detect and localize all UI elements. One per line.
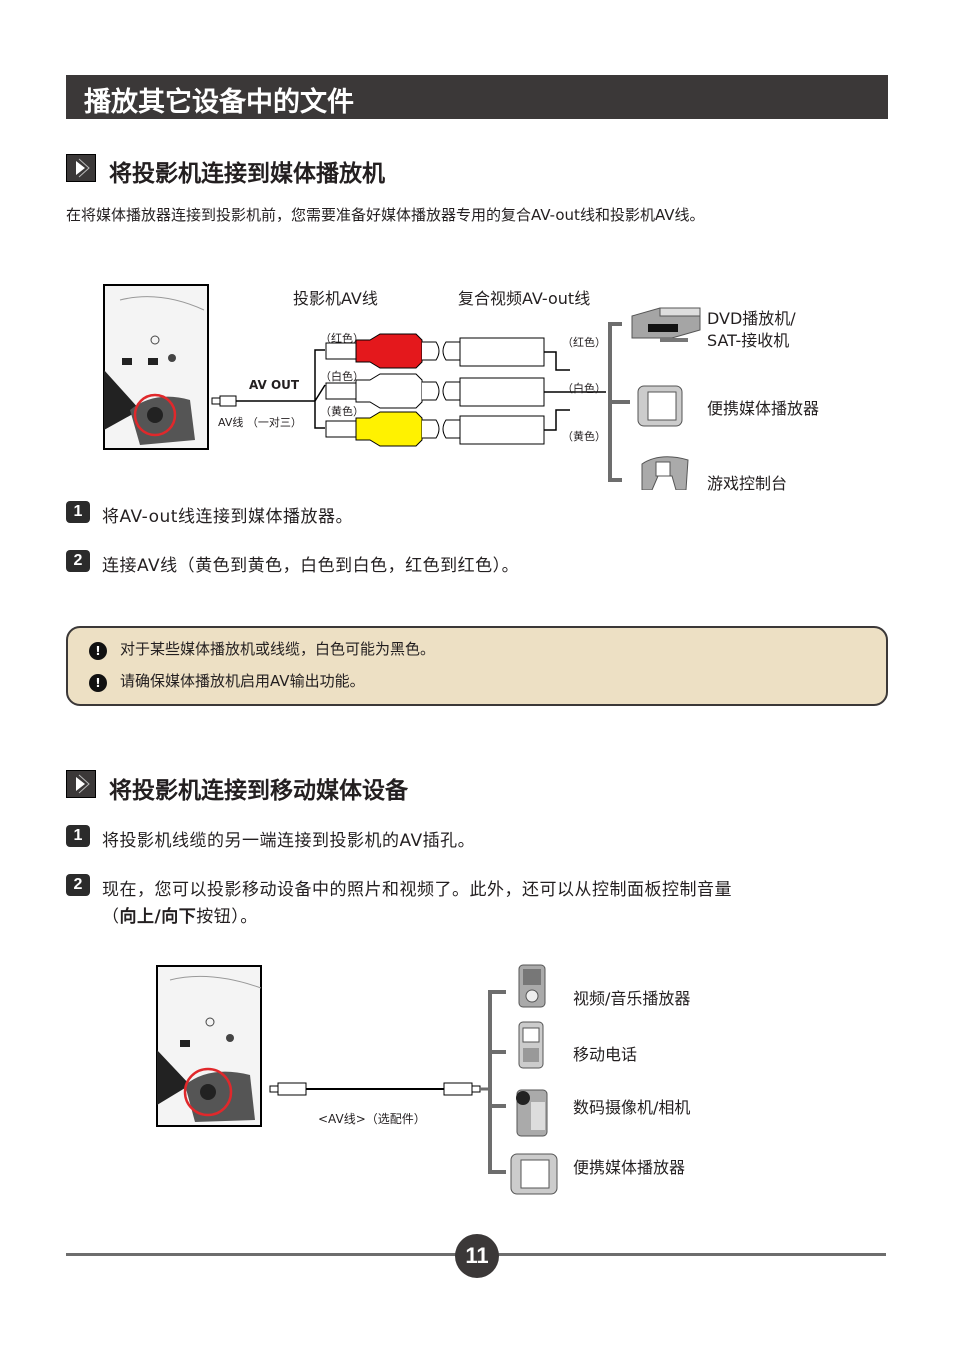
section1-title: 将投影机连接到媒体播放机 xyxy=(109,161,385,187)
label-portable-player: 便携媒体播放器 xyxy=(707,399,820,418)
step-badge-1: 1 xyxy=(66,825,90,847)
warning-icon: ! xyxy=(89,642,107,660)
label-camcorder: 数码摄像机/相机 xyxy=(573,1098,691,1117)
note-box xyxy=(66,626,888,706)
step-text-1: 将投影机线缆的另一端连接到投影机的AV插孔。 xyxy=(102,831,476,851)
projector-image xyxy=(103,284,209,450)
projector-image xyxy=(156,965,262,1127)
composite-plugs xyxy=(442,337,606,445)
device-bracket xyxy=(608,322,630,482)
step-text-2-line2: （向上/向下按钮）。 xyxy=(102,907,258,927)
page-number: 11 xyxy=(455,1234,499,1278)
av-cable-small xyxy=(211,349,326,429)
mobile-devices-images xyxy=(510,964,558,1195)
label-plug-right-red: （红色） xyxy=(562,336,606,349)
step-badge-2: 2 xyxy=(66,874,90,896)
warning-icon: ! xyxy=(89,674,107,692)
label-av-out: AV OUT xyxy=(249,378,300,392)
page-title-bar: 播放其它设备中的文件 xyxy=(66,75,888,119)
label-av-cable: AV线 （一对三） xyxy=(218,416,302,429)
label-plug-left-white: （白色） xyxy=(320,370,364,383)
game-controller-image xyxy=(641,456,689,490)
av-cable-optional xyxy=(269,1082,481,1096)
label-projector-cable: 投影机AV线 xyxy=(293,289,378,308)
step-text-1: 将AV-out线连接到媒体播放器。 xyxy=(102,507,353,527)
page-title: 播放其它设备中的文件 xyxy=(84,87,354,118)
step-badge-2: 2 xyxy=(66,550,90,572)
step-text-2-line1: 现在，您可以投影移动设备中的照片和视频了。此外，还可以从控制面板控制音量 xyxy=(102,880,732,900)
rca-plug-red xyxy=(325,333,440,369)
section-arrow-icon xyxy=(66,770,96,798)
label-plug-left-red: （红色） xyxy=(320,332,364,345)
camcorder-image xyxy=(516,1089,548,1137)
label-composite-cable: 复合视频AV-out线 xyxy=(458,289,591,308)
step-text-2: 连接AV线（黄色到黄色，白色到白色，红色到红色）。 xyxy=(102,556,520,576)
dvd-player-image xyxy=(631,307,701,342)
note-text-2: 请确保媒体播放机启用AV输出功能。 xyxy=(120,672,365,690)
note-text-1: 对于某些媒体播放机或线缆，白色可能为黑色。 xyxy=(120,640,436,658)
label-portable-player: 便携媒体播放器 xyxy=(573,1158,686,1177)
rca-plug-white xyxy=(325,373,440,409)
label-plug-right-white: （白色） xyxy=(562,382,606,395)
device-bracket xyxy=(480,990,506,1174)
label-plug-left-yellow: （黄色） xyxy=(320,405,364,418)
label-game-console: 游戏控制台 xyxy=(707,474,788,493)
label-dvd-line1: DVD播放机/ xyxy=(707,309,796,328)
portable-player-image xyxy=(510,1153,558,1195)
label-music-player: 视频/音乐播放器 xyxy=(573,989,691,1008)
section-arrow-icon xyxy=(66,154,96,182)
music-player-image xyxy=(518,964,546,1008)
section2-title: 将投影机连接到移动媒体设备 xyxy=(109,778,408,804)
diagram-media-player-connection xyxy=(103,284,701,490)
diagram-mobile-connection xyxy=(156,965,506,1174)
label-av-cable-optional: <AV线>（选配件） xyxy=(318,1112,426,1126)
mobile-phone-image xyxy=(518,1021,544,1069)
label-mobile-phone: 移动电话 xyxy=(573,1045,638,1064)
portable-player-image xyxy=(637,385,683,427)
rca-plug-yellow xyxy=(325,411,440,447)
label-plug-right-yellow: （黄色） xyxy=(562,430,606,443)
label-dvd-line2: SAT-接收机 xyxy=(707,331,790,350)
step-badge-1: 1 xyxy=(66,501,90,523)
section1-intro: 在将媒体播放器连接到投影机前，您需要准备好媒体播放器专用的复合AV-out线和投… xyxy=(66,206,705,224)
